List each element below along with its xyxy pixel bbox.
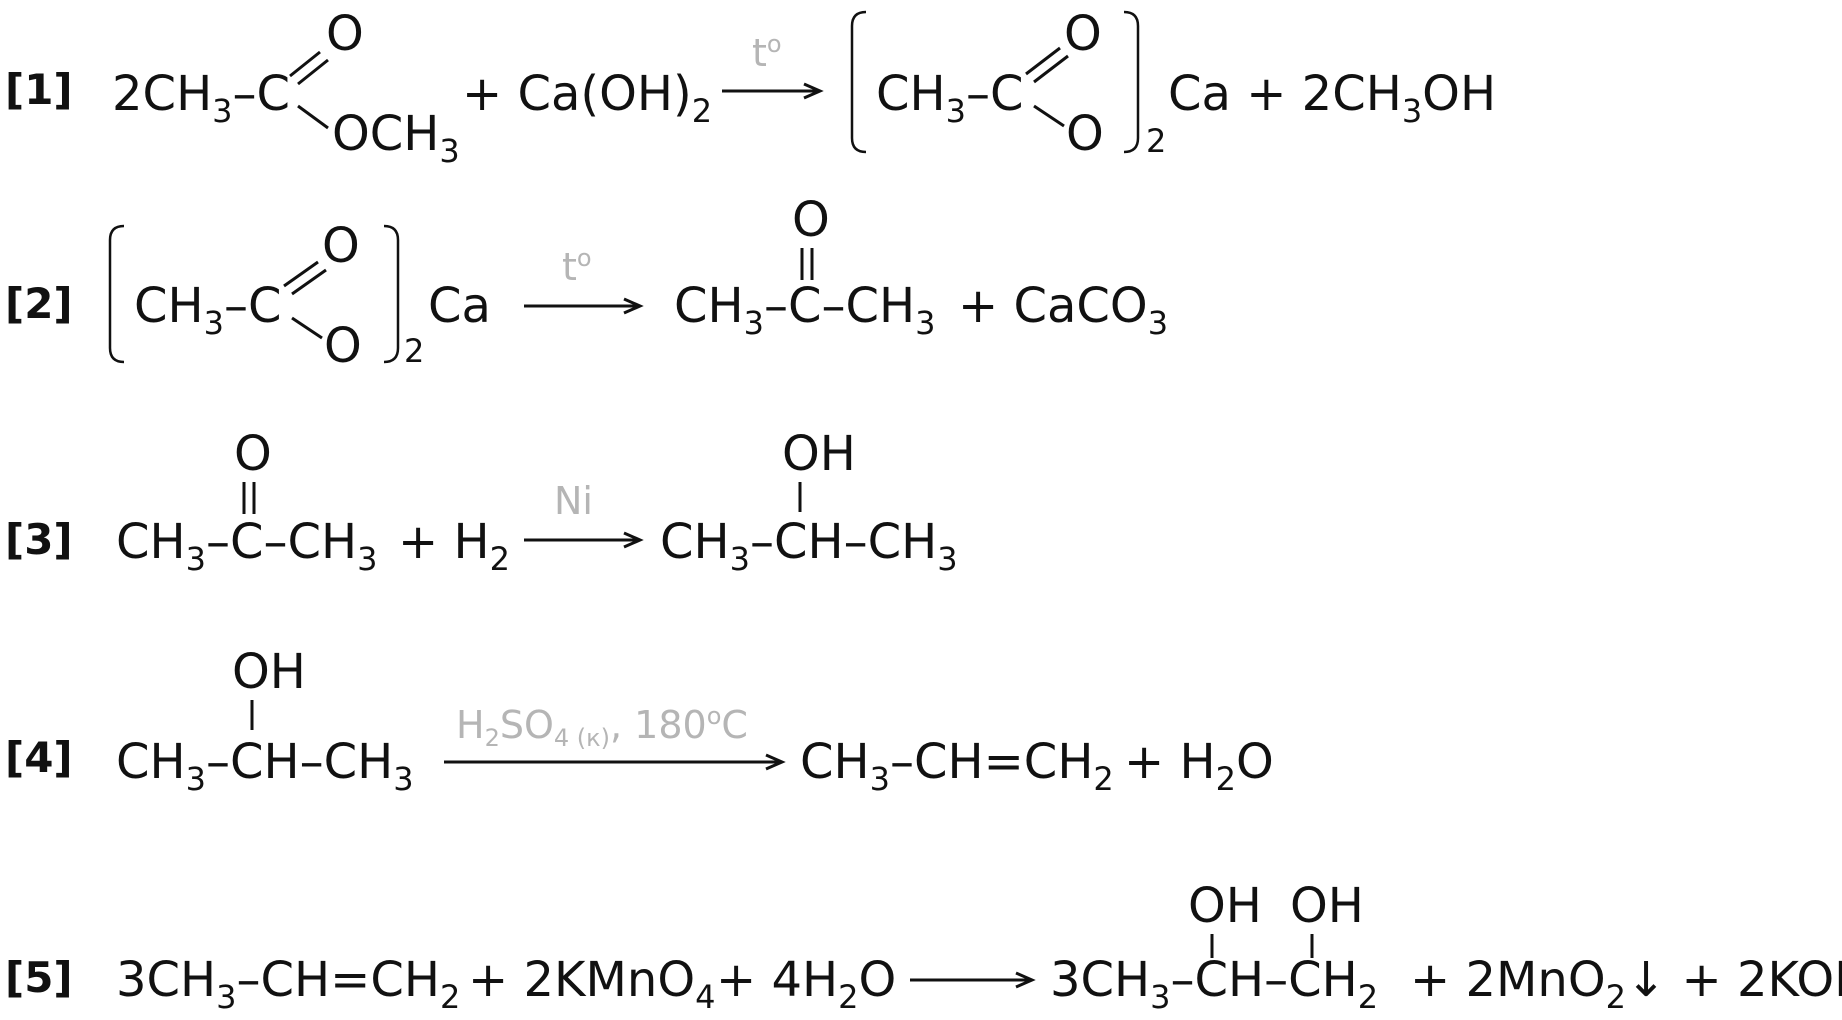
product-water: + H2O — [1124, 734, 1274, 798]
calcium-symbol: Ca — [428, 278, 491, 334]
reaction-1: [1] 2CH3–C O OCH3 + Ca(OH)2 to CH3–C O O… — [5, 6, 1496, 170]
bracket-index: 2 — [404, 332, 424, 370]
reaction-label: [2] — [5, 279, 73, 328]
reaction-label: [5] — [5, 953, 73, 1002]
double-bond-line — [283, 260, 319, 288]
product-isopropanol: CH3–CH–CH3 — [660, 514, 958, 578]
reaction-3: [3] O CH3–C–CH3 + H2 Ni OH CH3–CH–CH3 — [5, 426, 958, 578]
product-calcium-methanol: Ca + 2CH3OH — [1168, 66, 1496, 130]
bracket-left — [108, 224, 125, 364]
reactant-isopropanol: CH3–CH–CH3 — [116, 734, 414, 798]
single-bond-line — [291, 316, 323, 340]
oxygen-top: O — [1064, 6, 1102, 62]
oxygen-top: O — [322, 218, 360, 274]
reactant-calcium-hydroxide: + Ca(OH)2 — [462, 66, 712, 130]
reactant-hydrogen: + H2 — [398, 514, 510, 578]
reactant-acetate-group: CH3–C — [134, 278, 281, 342]
reaction-4: [4] OH CH3–CH–CH3 H2SO4 (к), 180oC CH3–C… — [5, 644, 1274, 798]
hydroxyl-group-1: OH — [1188, 878, 1262, 934]
double-bond-line — [1025, 46, 1061, 76]
reaction-condition: to — [752, 30, 782, 75]
hydroxyl-group: OH — [232, 644, 306, 700]
product-manganese-dioxide: + 2MnO2↓ + 2KOH — [1410, 952, 1842, 1016]
reaction-label: [4] — [5, 733, 73, 782]
reaction-2: [2] CH3–C O O 2 Ca to O CH3–C–CH3 + CaCO… — [5, 192, 1168, 374]
double-bond-line — [291, 268, 327, 296]
bracket-left — [850, 10, 867, 154]
arrow-head — [623, 297, 644, 315]
reactant-methyl-acetate: 2CH3–C — [112, 66, 290, 130]
oxygen-bottom: O — [324, 318, 362, 374]
reactant-water: + 4H2O — [716, 952, 896, 1016]
double-bond-line — [1033, 54, 1069, 84]
carbonyl-oxygen: O — [792, 192, 830, 248]
reactant-propene: 3CH3–CH=CH2 — [116, 952, 460, 1016]
product-calcium-carbonate: + CaCO3 — [958, 278, 1168, 342]
product-propanediol: 3CH3–CH–CH2 — [1050, 952, 1378, 1016]
hydroxyl-group-2: OH — [1290, 878, 1364, 934]
single-bond-line — [297, 104, 329, 130]
reaction-label: [3] — [5, 515, 73, 564]
reactant-potassium-permanganate: + 2KMnO4 — [468, 952, 715, 1016]
reaction-condition: to — [562, 244, 592, 289]
product-propene: CH3–CH=CH2 — [800, 734, 1114, 798]
bracket-right — [383, 224, 400, 364]
reaction-label: [1] — [5, 65, 73, 114]
double-bond-line — [289, 50, 321, 78]
reaction-5: [5] 3CH3–CH=CH2 + 2KMnO4 + 4H2O OH OH 3C… — [5, 878, 1842, 1016]
bracket-right — [1123, 10, 1140, 154]
oxygen-top: O — [326, 6, 364, 62]
product-acetone: CH3–C–CH3 — [674, 278, 935, 342]
double-bond-line — [297, 58, 329, 86]
arrow-head — [1015, 971, 1036, 989]
arrow-head — [803, 82, 824, 100]
arrow-head — [623, 531, 644, 549]
reaction-condition: Ni — [554, 479, 593, 523]
methoxy-group: OCH3 — [332, 106, 460, 170]
reaction-condition: H2SO4 (к), 180oC — [456, 702, 748, 752]
single-bond-line — [1033, 104, 1065, 128]
carbonyl-oxygen: O — [234, 426, 272, 482]
hydroxyl-group: OH — [782, 426, 856, 482]
oxygen-bottom: O — [1066, 106, 1104, 162]
product-acetate-group: CH3–C — [876, 66, 1023, 130]
arrow-head — [765, 753, 786, 771]
bracket-index: 2 — [1146, 122, 1166, 160]
reactant-acetone: CH3–C–CH3 — [116, 514, 377, 578]
